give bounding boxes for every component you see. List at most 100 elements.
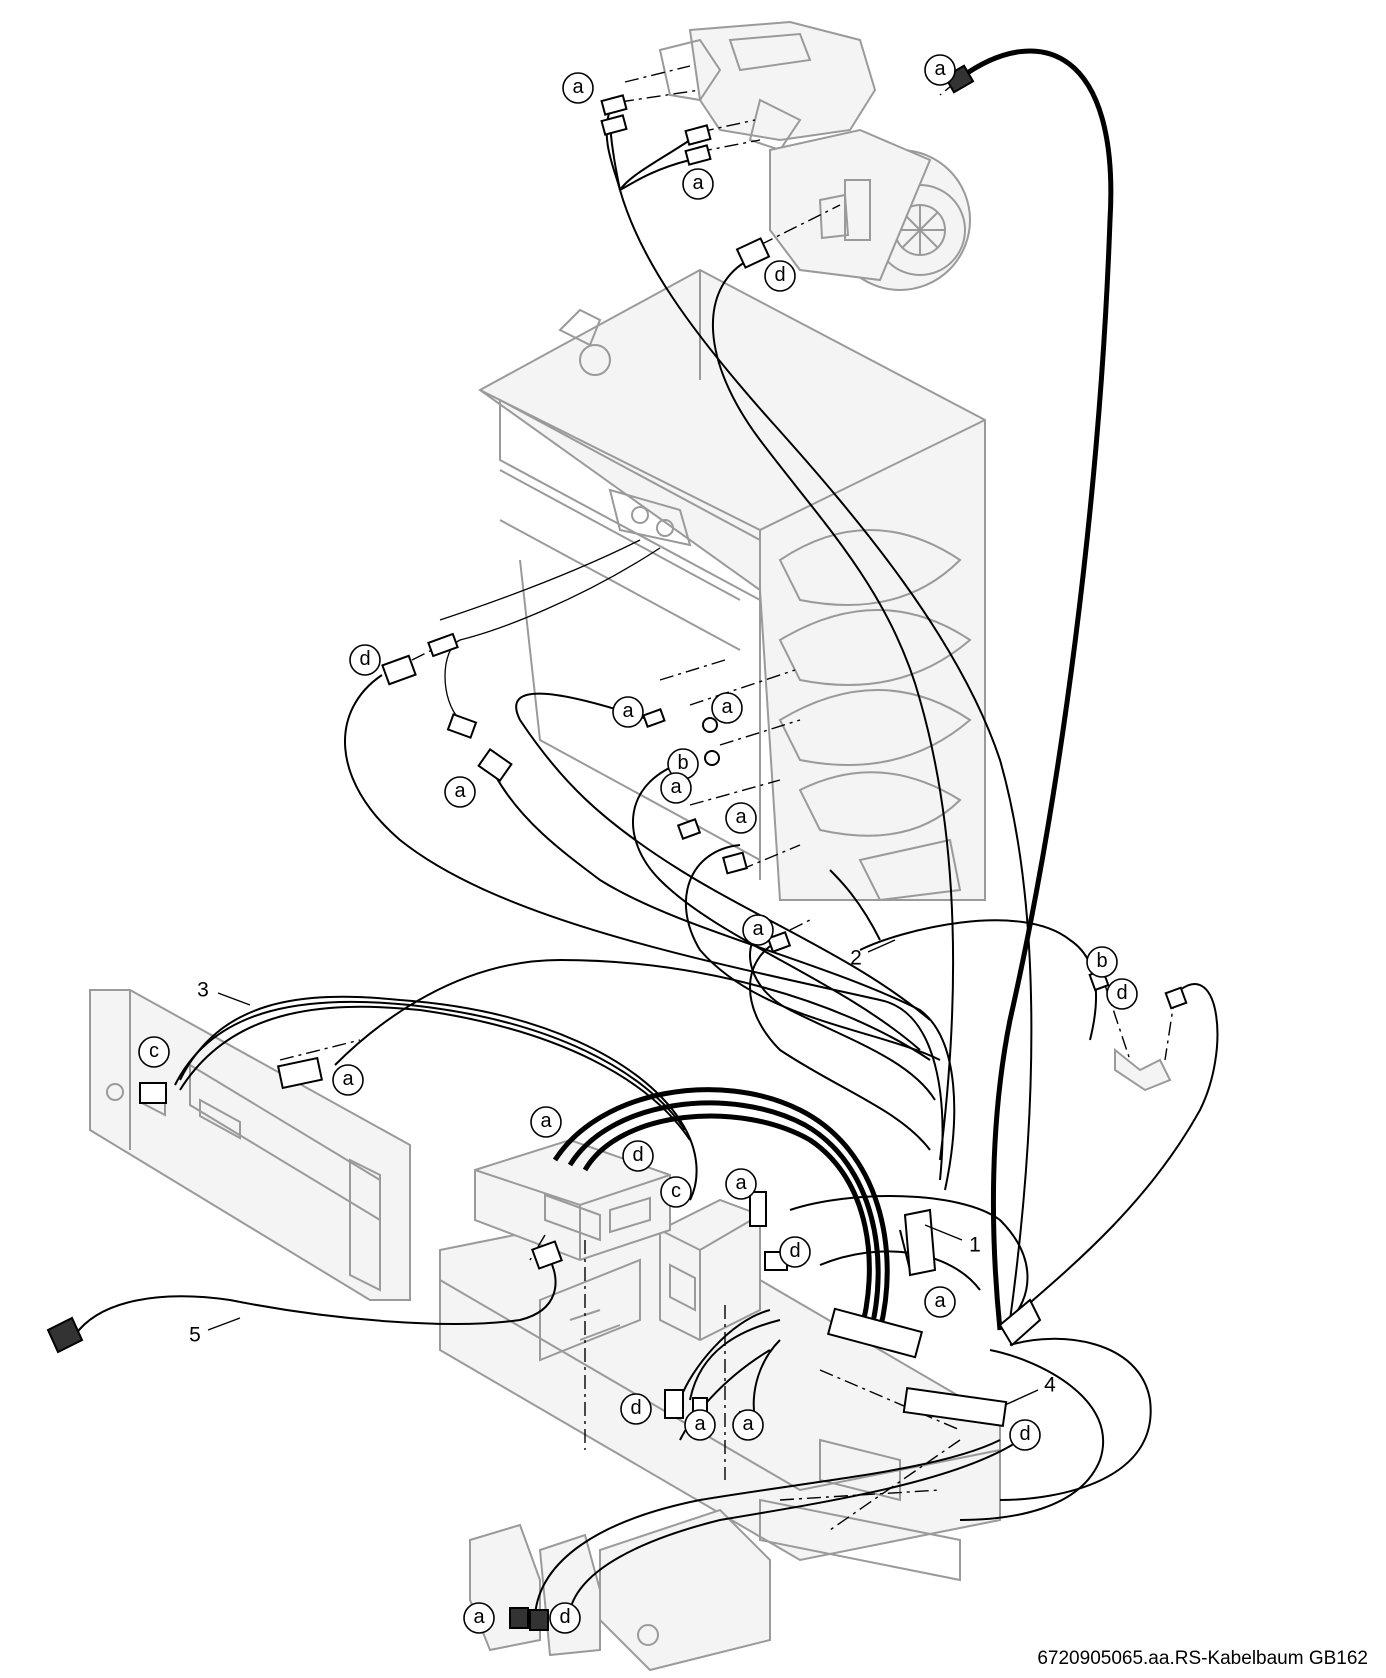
callout-d-transformer-connector: d (779, 1236, 811, 1268)
callout-circle (612, 696, 644, 728)
callout-circle (779, 1236, 811, 1268)
callout-letter: d (559, 1606, 570, 1628)
leader-line (924, 1224, 963, 1241)
connectors (46, 64, 1188, 1631)
callout-letter: a (752, 918, 764, 940)
callout-circle (463, 1602, 495, 1634)
callout-circle (549, 1602, 581, 1634)
callout-a-control-panel: a (332, 1064, 364, 1096)
callout-a-base-1: a (684, 1409, 716, 1441)
alignment-lines (279, 65, 1176, 1531)
callout-circle (562, 72, 594, 104)
callout-circle (660, 1176, 692, 1208)
callout-circle (711, 692, 743, 724)
callout-letter: a (473, 1606, 485, 1628)
callout-circle (684, 1409, 716, 1441)
callout-a-pcb-ribbon: a (530, 1106, 562, 1138)
callout-a-pump-left: a (463, 1602, 495, 1634)
callout-a-heat-exchanger-4: a (725, 802, 757, 834)
callout-a-gas-valve-lower: a (682, 168, 714, 200)
transformer (659, 1198, 761, 1342)
callout-letter: b (1096, 950, 1107, 972)
callout-letter: d (359, 648, 370, 670)
callout-letter: a (342, 1068, 354, 1090)
mounting-bracket (1114, 1047, 1172, 1092)
leader-line (217, 992, 251, 1006)
callout-a-heat-exchanger-2: a (711, 692, 743, 724)
callout-circle (732, 1409, 764, 1441)
number-label: 1 (969, 1234, 981, 1257)
callout-letter: d (632, 1144, 643, 1166)
callout-letter: d (1019, 1423, 1030, 1445)
callout-letter: d (789, 1240, 800, 1262)
callout-circle (725, 1168, 757, 1200)
callout-d-left-connector: d (349, 644, 381, 676)
callout-circle (622, 1140, 654, 1172)
number-label: 2 (850, 947, 862, 970)
callout-circle (924, 54, 956, 86)
callout-letter: a (540, 1110, 552, 1132)
callout-circle (530, 1106, 562, 1138)
figure-caption: 6720905065.aa.RS-Kabelbaum GB162 (1037, 1648, 1368, 1669)
callout-circle (444, 776, 476, 808)
callout-circle (1086, 946, 1118, 978)
callout-d-fan: d (764, 260, 796, 292)
callout-letter: a (692, 172, 704, 194)
callout-letter: d (774, 264, 785, 286)
number-3-control-panel-harness: 3 (197, 979, 251, 1006)
callout-circle (725, 802, 757, 834)
callout-letter: d (1116, 982, 1127, 1004)
callout-d-pcb: d (622, 1140, 654, 1172)
callout-letter: d (630, 1397, 641, 1419)
number-label: 3 (197, 979, 209, 1002)
callout-d-bracket: d (1106, 978, 1138, 1010)
callout-c-control-panel: c (138, 1036, 170, 1068)
callout-a-heat-exchanger-5: a (742, 914, 774, 946)
callout-a-heat-exchanger-1: a (612, 696, 644, 728)
callout-circle (349, 644, 381, 676)
number-2-harness: 2 (850, 939, 896, 970)
callout-c-pcb: c (660, 1176, 692, 1208)
callout-circle (1009, 1419, 1041, 1451)
control-panel (89, 989, 411, 1301)
callout-letter: a (694, 1413, 706, 1435)
number-1-main-harness: 1 (924, 1224, 981, 1257)
callout-letter: c (671, 1180, 681, 1202)
wires (74, 48, 1219, 1616)
callout-a-transformer-connector: a (725, 1168, 757, 1200)
leader-line (1004, 1389, 1039, 1406)
callout-d-base-left: d (620, 1393, 652, 1425)
number-5-mains-cable: 5 (189, 1317, 241, 1347)
callout-letter: b (677, 752, 688, 774)
callout-letter: a (934, 58, 946, 80)
gas-valve-fan-assembly (658, 20, 971, 291)
callout-letter: a (735, 806, 747, 828)
callout-letter: c (149, 1040, 159, 1062)
callout-a-left-sensor: a (444, 776, 476, 808)
callout-a-gas-valve-top: a (562, 72, 594, 104)
callout-letter: a (934, 1290, 946, 1312)
callout-d-terminal-strip: d (1009, 1419, 1041, 1451)
callout-circle (682, 168, 714, 200)
callout-letter: a (721, 696, 733, 718)
callout-circle (660, 772, 692, 804)
callout-a-base-2: a (732, 1409, 764, 1441)
callout-b-bracket: b (1086, 946, 1118, 978)
leader-line (207, 1317, 241, 1331)
callout-circle (742, 914, 774, 946)
number-label: 4 (1044, 1374, 1056, 1397)
callout-circle (924, 1286, 956, 1318)
number-label: 5 (189, 1324, 201, 1347)
number-labels: 1 2 3 4 5 (189, 939, 1056, 1406)
heat-exchanger (478, 268, 986, 902)
callout-circle (1106, 978, 1138, 1010)
callout-circle (138, 1036, 170, 1068)
callout-a-main-connector: a (924, 1286, 956, 1318)
callout-circle (332, 1064, 364, 1096)
callout-a-heat-exchanger-3: a (660, 772, 692, 804)
callout-letter: a (742, 1413, 754, 1435)
leader-line (867, 939, 896, 953)
number-4-terminal-strip: 4 (1004, 1374, 1056, 1406)
